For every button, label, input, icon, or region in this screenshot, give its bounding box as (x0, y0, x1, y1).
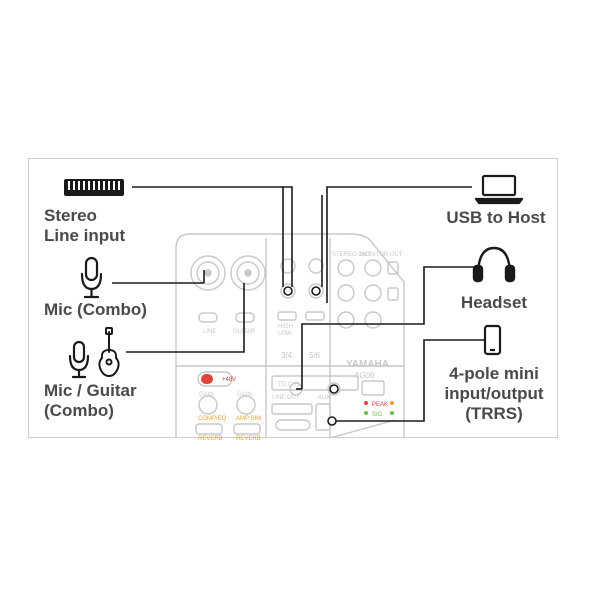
ch34-label: 3/4 (281, 351, 293, 360)
microphone-icon-2 (68, 340, 90, 379)
model-label: AG06 (353, 371, 375, 380)
comp-eq-label: COMP/EQ (198, 416, 227, 422)
sig-led (364, 411, 368, 415)
mic-guitar-label: Mic / Guitar (Combo) (44, 381, 137, 420)
smartphone-icon (483, 324, 502, 356)
phantom-button (201, 374, 213, 384)
monitor-out-label: MONITOR OUT (360, 252, 403, 258)
ch56-label: 5/6 (309, 351, 321, 360)
stereo-line-label: Stereo Line input (44, 206, 126, 245)
peak-led (364, 401, 368, 405)
cable-guitar (126, 283, 245, 353)
led-orange (390, 401, 394, 405)
headset-label: Headset (460, 293, 528, 312)
aux-label: AUX (318, 395, 330, 401)
cable-headset (301, 266, 474, 389)
cable-usb (326, 186, 472, 303)
stereo-out-label: STEREO OUT (332, 252, 371, 258)
amp-sim-label: AMP SIM (236, 416, 261, 422)
keyboard-icon (64, 179, 124, 196)
gain-label-2: GAIN (237, 392, 252, 398)
usb-host-label: USB to Host (446, 208, 546, 227)
reverb-label-1: REVERB (198, 436, 223, 442)
to-ch-label: TO CH1 (278, 382, 301, 388)
line-out-label: LINE OUT (272, 395, 300, 401)
reverb-label-2: REVERB (236, 436, 261, 442)
diagram-frame (28, 158, 558, 438)
cable-trrs (332, 339, 484, 422)
low-label: LOW (278, 331, 292, 337)
laptop-icon (474, 174, 524, 205)
brand-label: YAMAHA (346, 359, 389, 370)
peak-label: PEAK (372, 402, 388, 408)
sig-label: SIG (372, 412, 383, 418)
gain-label-1: GAIN (199, 392, 214, 398)
mic-combo-label: Mic (Combo) (44, 300, 147, 319)
device-panel (175, 233, 405, 439)
microphone-icon (80, 256, 103, 299)
cable-stereo-line-r (283, 186, 293, 287)
guitar-icon (98, 327, 120, 378)
led-green (390, 411, 394, 415)
headphones-icon (472, 246, 516, 283)
phantom-label: +48V (222, 377, 236, 383)
high-label: HIGH (278, 324, 293, 330)
trrs-label: 4-pole mini input/output (TRRS) (444, 364, 544, 423)
cables (112, 186, 484, 426)
line-label-1: LINE (203, 329, 216, 335)
